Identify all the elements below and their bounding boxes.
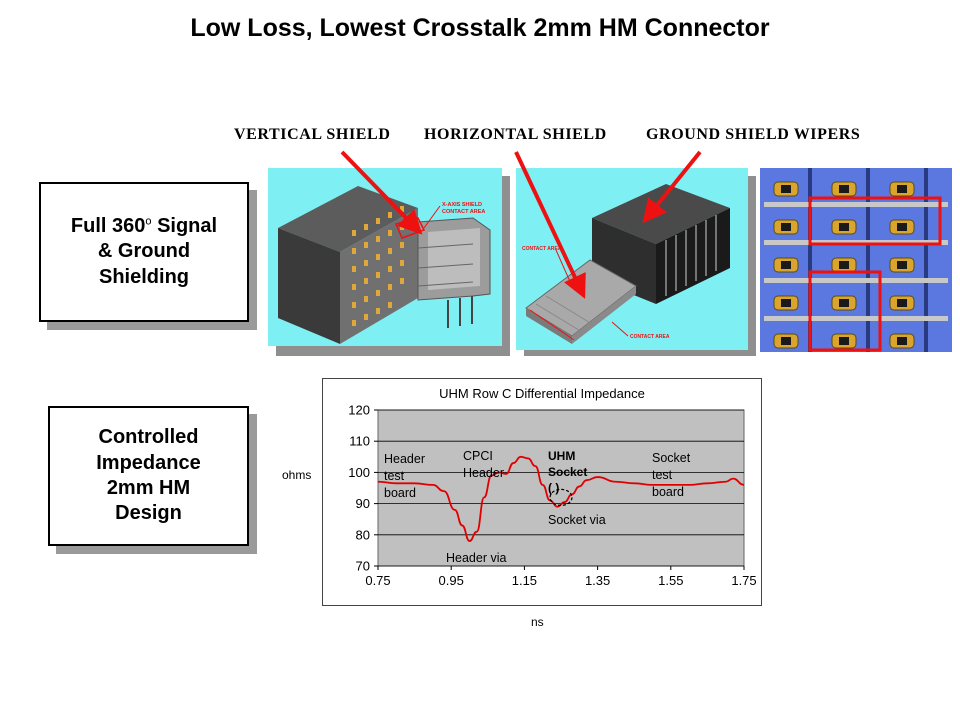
feature-line: Impedance (96, 451, 201, 474)
wiper-separator (924, 168, 928, 352)
chart-title: UHM Row C Differential Impedance (439, 386, 645, 401)
y-tick-label: 100 (348, 465, 370, 480)
feature-line: Shielding (99, 265, 189, 288)
feature-box-impedance: Controlled Impedance 2mm HM Design (48, 406, 249, 546)
vertical-shield-illustration: X-AXIS SHIELD CONTACT AREA (268, 168, 502, 346)
y-tick-label: 110 (349, 434, 370, 449)
wiper-bar (764, 278, 948, 283)
wiper-contact-core (897, 185, 907, 193)
annotation-header-test-board: Header test board (384, 452, 425, 500)
x-axis-label: ns (531, 615, 544, 629)
wiper-contact-core (897, 299, 907, 307)
wiper-bar (764, 316, 948, 321)
feature-line: & Ground (97, 240, 191, 263)
y-axis-label: ohms (282, 468, 312, 482)
x-tick-label: 1.75 (731, 573, 756, 588)
wiper-contact-core (839, 223, 849, 231)
wiper-contact-core (781, 299, 791, 307)
contact-area-label: CONTACT AREA (630, 334, 670, 340)
wiper-contact-core (839, 261, 849, 269)
wiper-contact-core (781, 185, 791, 193)
wiper-separator (808, 168, 812, 352)
wiper-bar (764, 202, 948, 207)
callout-ground-shield-wipers: GROUND SHIELD WIPERS (646, 126, 861, 143)
horizontal-shield-illustration: CONTACT AREA CONTACT AREA (516, 168, 748, 350)
x-tick-label: 0.75 (365, 573, 390, 588)
feature-sup: o (145, 215, 152, 228)
y-tick-label: 80 (356, 527, 370, 542)
feature-line: Full 360o Signal (71, 214, 217, 239)
feature-line: Design (115, 502, 182, 525)
vertical-shield-photo: X-AXIS SHIELD CONTACT AREA (268, 168, 502, 346)
feature-box-shielding: Full 360o Signal & Ground Shielding (39, 182, 249, 322)
slide-title: Low Loss, Lowest Crosstalk 2mm HM Connec… (190, 14, 770, 42)
wiper-highlight (808, 196, 942, 246)
wiper-highlight (808, 270, 882, 352)
wiper-contact-core (839, 337, 849, 345)
wiper-contact-core (839, 299, 849, 307)
x-tick-label: 1.15 (512, 573, 537, 588)
callout-vertical-shield: VERTICAL SHIELD (234, 126, 391, 143)
annotation-uhm-socket: UHM Socket ( ) (548, 449, 588, 496)
ground-wipers-illustration (760, 168, 952, 352)
wiper-contact-core (897, 223, 907, 231)
x-tick-label: 0.95 (439, 573, 464, 588)
y-tick-label: 120 (348, 403, 370, 418)
annotation-cpci-header: CPCI Header (463, 449, 504, 480)
wiper-contact-core (897, 337, 907, 345)
wiper-contact-core (781, 223, 791, 231)
callout-horizontal-shield: HORIZONTAL SHIELD (424, 126, 607, 143)
xaxis-label: CONTACT AREA (442, 209, 485, 215)
xaxis-label: X-AXIS SHIELD (442, 202, 482, 208)
annotation-socket-test-board: Socket test board (652, 451, 691, 499)
feature-line: 2mm HM (106, 477, 191, 499)
contact-area-label: CONTACT AREA (522, 246, 562, 252)
feature-text: Signal (151, 214, 218, 237)
annotation-header-via: Header via (446, 551, 507, 565)
x-tick-label: 1.55 (658, 573, 683, 588)
ground-wipers-photo (760, 168, 952, 352)
impedance-series-line (377, 455, 745, 542)
wiper-separator (866, 168, 870, 352)
feature-text: Full 360 (70, 214, 146, 237)
horizontal-shield-photo: CONTACT AREA CONTACT AREA (516, 168, 748, 350)
wiper-contact-core (781, 337, 791, 345)
feature-line: Controlled (98, 426, 199, 449)
annotation-socket-via: Socket via (548, 513, 606, 527)
wiper-contact-core (897, 261, 907, 269)
x-tick-label: 1.35 (585, 573, 610, 588)
y-tick-label: 90 (356, 496, 370, 511)
wiper-contact-core (781, 261, 791, 269)
wiper-contact-core (839, 185, 849, 193)
impedance-plot: 120 110 100 90 80 700.75 0.95 1.15 1.35 1.55 1.75 (348, 403, 756, 589)
y-tick-label: 70 (356, 559, 370, 574)
